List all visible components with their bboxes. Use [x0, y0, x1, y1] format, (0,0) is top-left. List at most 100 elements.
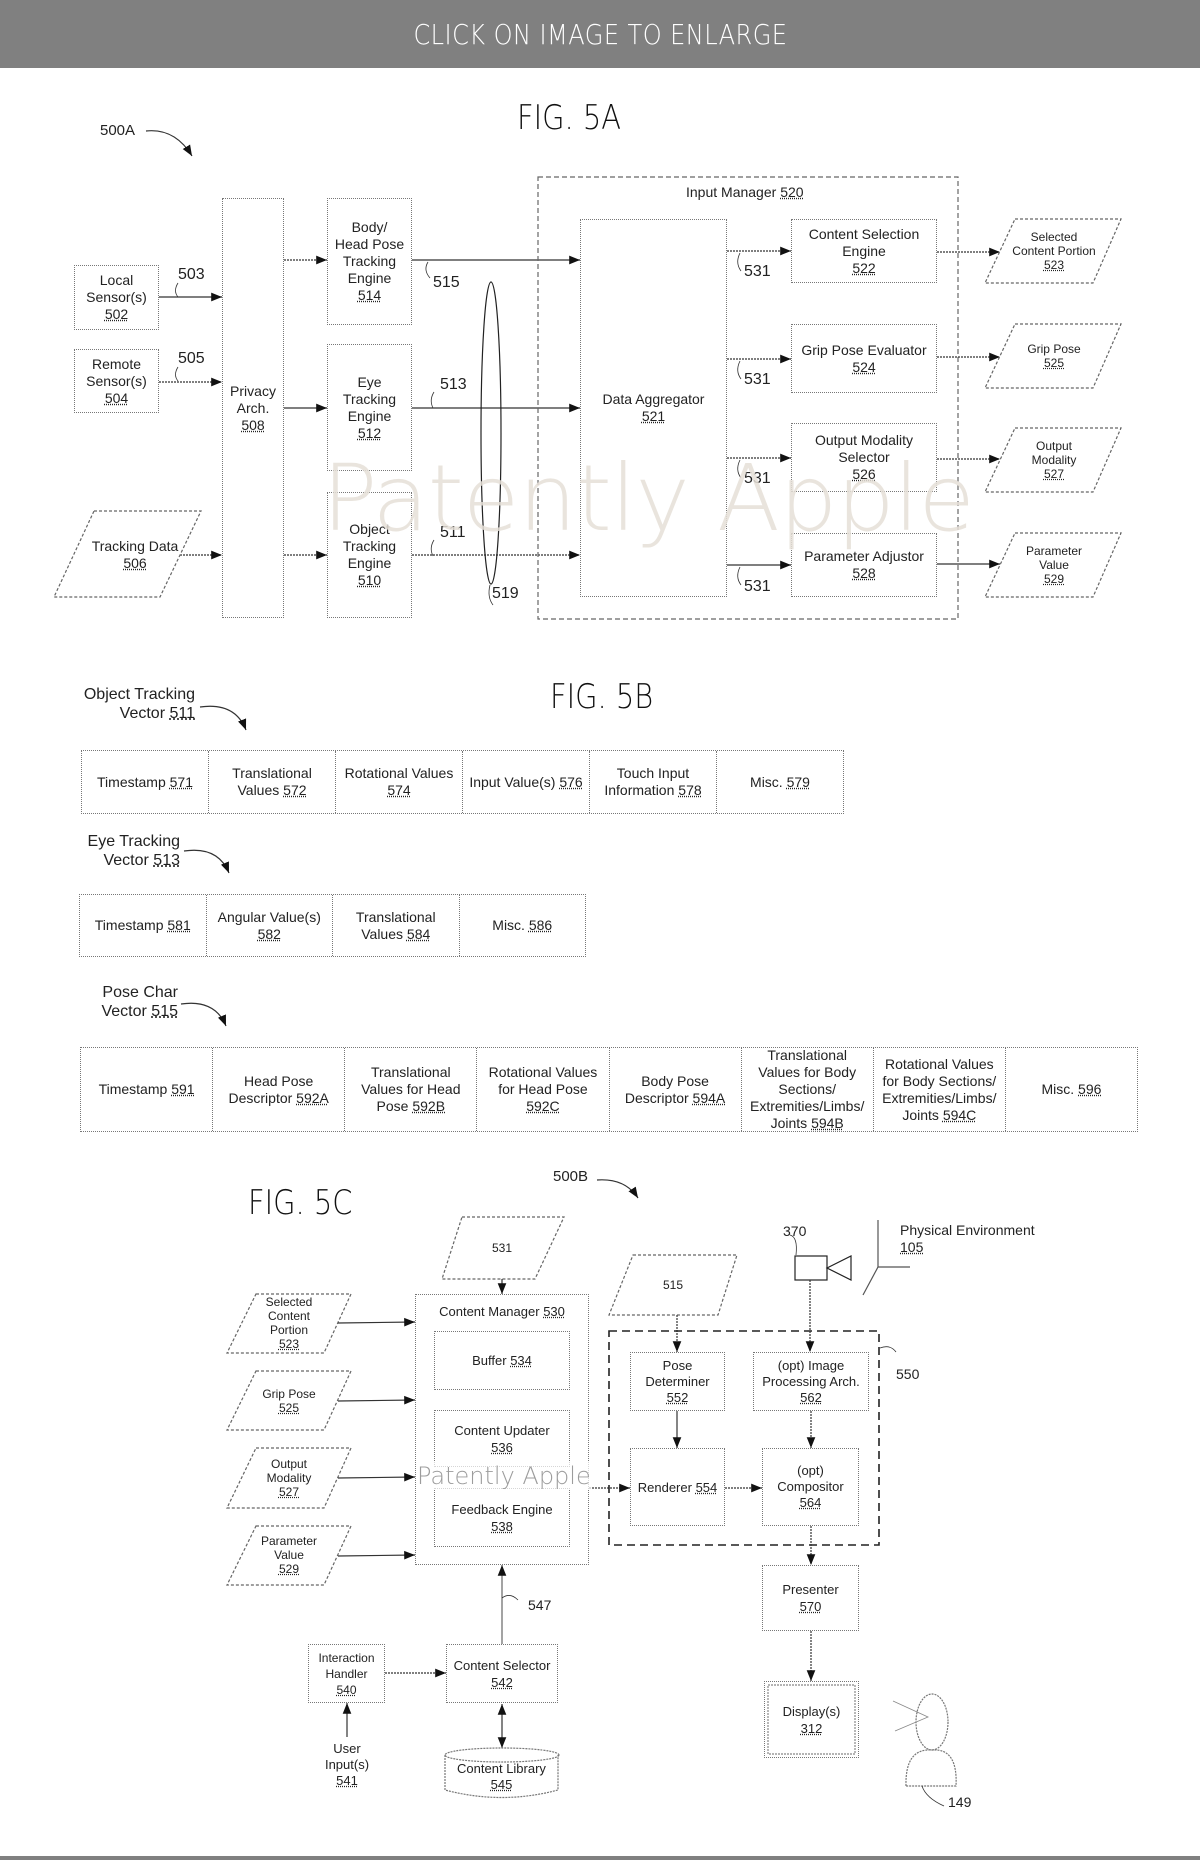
pose-determiner-label: Pose Determiner [645, 1357, 710, 1389]
pose-vector-cell-text: Timestamp 591 [99, 1081, 195, 1098]
interaction-handler-label: Interaction Handler [318, 1650, 375, 1681]
object-vector-cell-text: Timestamp 571 [97, 774, 193, 791]
display-box[interactable]: Display(s) 312 [764, 1681, 859, 1758]
pose-vector-cell-num: 592A [296, 1089, 329, 1106]
eye-vector-text: Eye Tracking Vector [87, 833, 180, 869]
pose-vector-cell: Head Pose Descriptor 592A [213, 1048, 346, 1131]
data-aggregator-box[interactable]: Data Aggregator 521 [580, 219, 727, 597]
object-tracking-engine[interactable]: Object Tracking Engine 510 [327, 492, 412, 618]
object-vector-cell-text: Rotational Values 574 [339, 765, 459, 799]
ref-531-d: 531 [744, 578, 771, 595]
privacy-arch-num: 508 [241, 416, 265, 433]
buffer-box[interactable]: Buffer 534 [434, 1331, 570, 1390]
eye-vector-cell-text: Translational Values 584 [336, 909, 456, 943]
user-inputs: User Input(s) 541 [315, 1740, 379, 1790]
object-tracking-num: 510 [357, 572, 382, 588]
object-vector-cell-label: Touch Input Information [604, 765, 690, 798]
camera-370-lens [825, 1255, 852, 1281]
privacy-arch-box[interactable]: Privacy Arch. 508 [222, 198, 284, 618]
output-selected-num: 523 [1043, 258, 1065, 272]
eye-vector-cell-label: Translational Values [355, 908, 436, 942]
feedback-engine-box[interactable]: Feedback Engine 538 [434, 1488, 570, 1547]
pose-vector-cell: Body Pose Descriptor 594A [610, 1048, 742, 1131]
eye-vector-cell: Angular Value(s) 582 [207, 895, 333, 956]
object-vector-cell: Misc. 579 [717, 751, 843, 813]
bus-ellipse-519 [480, 281, 502, 585]
tracking-data-input[interactable]: Tracking Data 506 [85, 530, 185, 580]
ref-149: 149 [948, 1794, 972, 1810]
grip-pose-evaluator[interactable]: Grip Pose Evaluator 524 [791, 324, 937, 393]
eye-vector-cell-text: Timestamp 581 [95, 917, 191, 934]
fig-5c-title: FIG. 5C [248, 1183, 353, 1223]
output-selected-label: Selected Content Portion [1012, 230, 1096, 258]
interaction-handler-box[interactable]: Interaction Handler 540 [308, 1644, 385, 1703]
pose-vector-cell-label: Misc. [1041, 1081, 1079, 1097]
content-library[interactable]: Content Library 545 [445, 1760, 558, 1794]
pose-vector-cell-num: 592B [412, 1098, 446, 1114]
grip-pose-evaluator-num: 524 [852, 358, 876, 375]
enlarge-banner[interactable]: CLICK ON IMAGE TO ENLARGE [0, 0, 1200, 68]
eye-tracking-num: 512 [357, 424, 382, 441]
data-aggregator-label: Data Aggregator [602, 391, 705, 407]
content-updater-box[interactable]: Content Updater 536 [434, 1410, 570, 1467]
input-grip-num: 525 [278, 1401, 300, 1415]
eye-vector-cell-num: 582 [257, 925, 281, 942]
eye-tracking-engine[interactable]: Eye Tracking Engine 512 [327, 344, 412, 471]
camera-370-body [794, 1255, 828, 1281]
output-grip-label: Grip Pose [1027, 342, 1081, 356]
pose-vector-cell-text: Rotational Values for Head Pose 592C [480, 1064, 605, 1115]
presenter-label: Presenter [782, 1582, 839, 1597]
pose-vector-label: Pose Char Vector 515 [88, 983, 178, 1021]
output-selected-content: Selected Content Portion 523 [1010, 226, 1098, 276]
content-selection-label: Content Selection Engine [808, 225, 920, 259]
content-library-label: Content Library [457, 1761, 546, 1776]
content-selector-box[interactable]: Content Selector 542 [446, 1644, 558, 1703]
input-parameter-value: Parameter Value 529 [240, 1532, 338, 1578]
compositor-num: 564 [799, 1495, 822, 1510]
object-vector-cell: Input Value(s) 576 [463, 751, 590, 813]
pose-vector-cell-text: Translational Values for Head Pose 592B [348, 1064, 473, 1115]
content-manager-box[interactable]: Content Manager 530 [415, 1294, 589, 1565]
object-vector-cell-text: Translational Values 572 [212, 765, 332, 799]
body-head-pose-label: Body/ Head Pose Tracking Engine [334, 219, 405, 286]
output-modality: Output Modality 527 [1010, 435, 1098, 485]
eye-vector-cell-num: 586 [528, 917, 553, 933]
parameter-adjustor[interactable]: Parameter Adjustor 528 [791, 533, 937, 597]
presenter-box[interactable]: Presenter 570 [762, 1565, 859, 1631]
renderer-box[interactable]: Renderer 554 [630, 1448, 725, 1526]
object-vector-cell-num: 578 [678, 782, 702, 798]
output-modality-selector[interactable]: Output Modality Selector 526 [791, 423, 937, 492]
bottom-divider [0, 1856, 1200, 1860]
pose-determiner-box[interactable]: Pose Determiner 552 [630, 1352, 725, 1411]
object-vector-cell-label: Rotational Values [344, 765, 454, 781]
content-selection-engine[interactable]: Content Selection Engine 522 [791, 219, 937, 283]
object-vector-label: Object Tracking Vector 511 [69, 685, 195, 723]
grip-pose-evaluator-label: Grip Pose Evaluator [801, 341, 927, 358]
content-manager-label: Content Manager [439, 1304, 540, 1319]
image-processing-box[interactable]: (opt) Image Processing Arch. 562 [753, 1352, 869, 1411]
user-inputs-label: User Input(s) [324, 1741, 370, 1772]
input-output-modality: Output Modality 527 [240, 1455, 338, 1501]
eye-vector-cell-num: 581 [167, 917, 191, 933]
object-vector-cell-text: Input Value(s) 576 [469, 774, 582, 791]
input-531: 531 [491, 1241, 513, 1255]
remote-sensors-box[interactable]: Remote Sensor(s) 504 [74, 349, 159, 413]
output-modality-selector-num: 526 [852, 466, 876, 482]
pose-vector-cell-num: 592C [526, 1098, 560, 1114]
pose-vector-cell: Misc. 596 [1006, 1048, 1137, 1131]
input-manager-num: 520 [780, 184, 804, 200]
renderer-num: 554 [695, 1479, 718, 1495]
input-modality-num: 527 [278, 1485, 300, 1499]
compositor-box[interactable]: (opt) Compositor 564 [762, 1448, 859, 1526]
image-processing-label: (opt) Image Processing Arch. [762, 1357, 860, 1389]
ref-515: 515 [433, 274, 460, 291]
eye-vector-num: 513 [153, 852, 180, 869]
body-head-pose-engine[interactable]: Body/ Head Pose Tracking Engine 514 [327, 198, 412, 325]
local-sensors-box[interactable]: Local Sensor(s) 502 [74, 265, 159, 330]
input-manager-text: Input Manager [686, 184, 777, 200]
pose-vector-cell-text: Rotational Values for Body Sections/ Ext… [877, 1056, 1002, 1124]
content-manager-title: Content Manager 530 [439, 1303, 565, 1320]
object-vector-cell-num: 572 [283, 782, 307, 798]
content-updater-label: Content Updater [454, 1422, 550, 1438]
pose-vector-cell-text: Body Pose Descriptor 594A [613, 1073, 738, 1107]
